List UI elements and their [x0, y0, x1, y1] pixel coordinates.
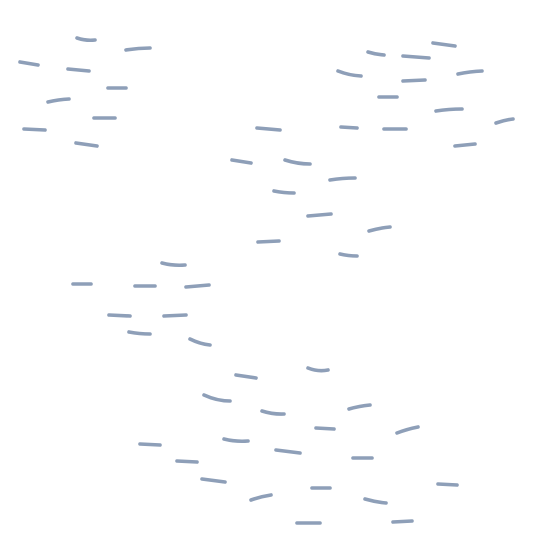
- dash-mark: [202, 393, 232, 403]
- dash-mark: [107, 313, 132, 318]
- dash-mark: [306, 212, 333, 218]
- dash-mark: [138, 442, 162, 447]
- dash-mark: [336, 69, 363, 78]
- dash-mark: [274, 448, 302, 455]
- dash-mark: [162, 313, 188, 318]
- dash-mark: [256, 239, 281, 244]
- dash-mark: [456, 69, 484, 76]
- dash-mark: [339, 125, 359, 130]
- dash-mark: [434, 107, 464, 113]
- dash-mark: [200, 477, 227, 484]
- dash-mark: [188, 337, 212, 347]
- dash-mark: [222, 437, 250, 444]
- dash-mark: [283, 158, 312, 166]
- dash-mark: [175, 459, 199, 464]
- dash-mark: [401, 54, 431, 60]
- dash-mark: [453, 142, 477, 148]
- dash-mark: [272, 189, 296, 195]
- dash-mark: [391, 519, 414, 524]
- dash-mark: [255, 126, 282, 132]
- dash-mark: [306, 366, 330, 373]
- dash-mark: [230, 158, 253, 165]
- dash-mark: [401, 78, 427, 83]
- dash-mark: [363, 497, 388, 505]
- dash-mark: [74, 141, 99, 148]
- dash-mark: [127, 330, 152, 336]
- dash-mark: [367, 225, 392, 233]
- dash-mark: [314, 426, 336, 431]
- dash-mark: [234, 373, 258, 380]
- dash-mark: [249, 493, 273, 502]
- dash-mark: [395, 425, 420, 435]
- dash-mark: [18, 60, 40, 67]
- dash-mark: [328, 176, 357, 182]
- dash-mark: [22, 127, 47, 132]
- dash-mark: [46, 97, 71, 104]
- dash-mark: [366, 50, 386, 57]
- dash-mark: [66, 67, 91, 73]
- dash-mark: [347, 403, 372, 411]
- dash-mark: [431, 41, 457, 48]
- dash-mark: [75, 36, 97, 43]
- dash-mark: [260, 409, 286, 416]
- dash-mark: [124, 46, 152, 52]
- dash-mark: [494, 117, 515, 125]
- dash-mark: [184, 283, 211, 289]
- dash-mark: [338, 252, 359, 258]
- dash-mark: [160, 261, 187, 268]
- dash-mark: [436, 482, 459, 487]
